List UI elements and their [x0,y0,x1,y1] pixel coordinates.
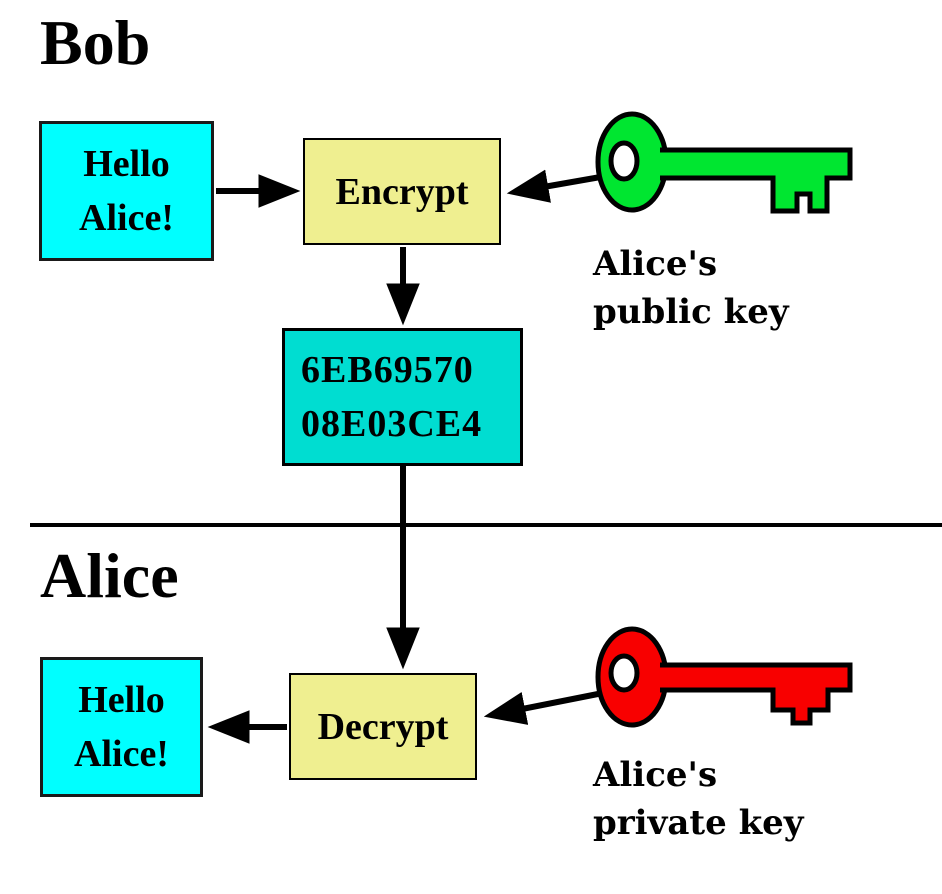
decrypt-label: Decrypt [317,705,449,748]
decrypt-box: Decrypt [289,673,477,780]
private-key-icon [595,626,853,728]
public-key-head [595,111,669,213]
private-key-label-line1: Alice's [593,755,718,795]
private-key-label: Alice's private key [593,751,804,847]
arrow-private-key-to-decrypt [483,689,609,725]
arrow-public-key-to-encrypt [506,169,613,203]
ciphertext-line1: 6EB69570 [301,349,474,391]
plaintext-top-line1: Hello [83,143,170,185]
private-key-hole [608,653,640,693]
public-key-hole [608,140,640,182]
alice-heading: Alice [40,540,179,611]
private-key-label-line2: private key [593,803,804,843]
public-key-shaft [660,147,853,214]
plaintext-box-top: Hello Alice! [39,121,214,261]
encrypt-label: Encrypt [335,170,469,213]
private-key-shaft [660,662,853,726]
public-key-icon [595,111,853,214]
bob-heading: Bob [40,7,151,78]
public-key-label-line1: Alice's [593,244,718,284]
ciphertext-line2: 08E03CE4 [301,403,483,445]
encrypt-box: Encrypt [303,138,501,245]
plaintext-box-bottom: Hello Alice! [40,657,203,797]
plaintext-bottom-line2: Alice! [74,733,169,775]
public-key-label: Alice's public key [593,240,789,336]
plaintext-top-line2: Alice! [79,197,174,239]
public-key-label-line2: public key [593,292,789,332]
plaintext-bottom-line1: Hello [78,679,165,721]
ciphertext-box: 6EB69570 08E03CE4 [282,328,523,466]
private-key-head [595,626,669,728]
